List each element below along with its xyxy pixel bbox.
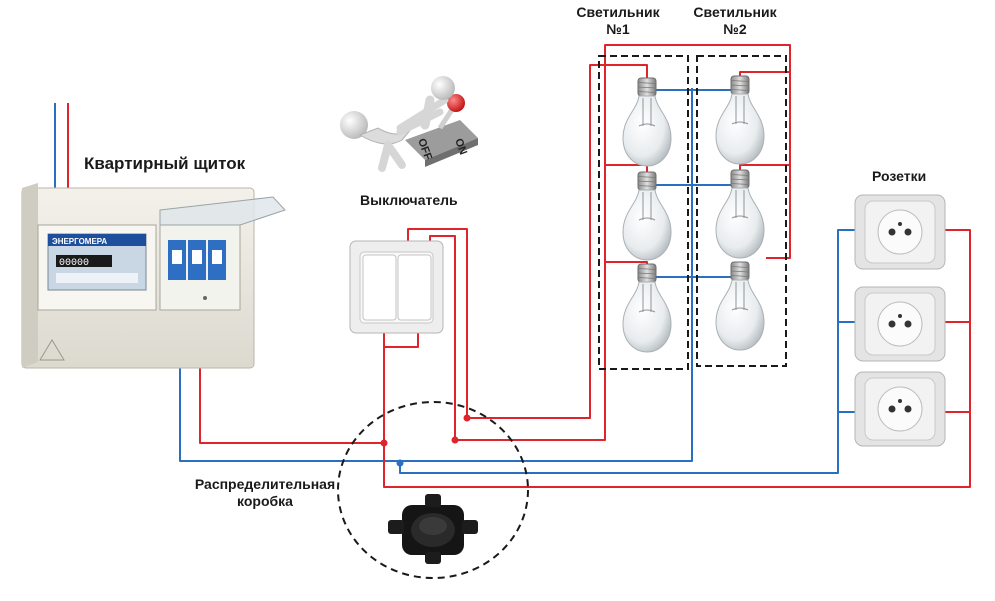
lamp1-label-line1: Светильник	[576, 4, 660, 20]
lamp1-enclosure	[598, 55, 689, 370]
lamp2-enclosure	[696, 55, 787, 367]
panel-label: Квартирный щиток	[84, 154, 246, 173]
lamp2-bulb-3	[715, 261, 765, 351]
neutral-wires	[54, 88, 855, 474]
phase-dot-3	[451, 436, 459, 444]
phase-wires	[67, 44, 971, 488]
phase-socket-feed	[383, 229, 971, 488]
meter-brand: ЭНЕРГОМЕРА	[52, 237, 107, 246]
wire-junction-dots	[380, 414, 471, 467]
meter-counter: 00000	[59, 258, 89, 269]
light-switch-icon	[349, 240, 444, 334]
junction-label-line2: коробка	[237, 493, 293, 509]
phase-dot-2	[463, 414, 471, 422]
neutral-dot-1	[396, 459, 404, 467]
sockets-label: Розетки	[872, 168, 927, 184]
junction-label-line1: Распределительная	[194, 476, 336, 492]
phase-dot-1	[380, 439, 388, 447]
lamp1-bulb-3	[622, 263, 672, 353]
phase-switch-out-1	[407, 64, 648, 419]
lamp2-label-line2: №2	[723, 21, 747, 37]
lever-on-text: ON	[452, 137, 469, 157]
neutral-socket-wire	[399, 229, 855, 474]
lamp2-label-line1: Светильник	[693, 4, 777, 20]
phase-switch-feed	[372, 330, 385, 443]
lamp1-bulb-2	[622, 171, 672, 261]
sockets-group	[854, 194, 946, 447]
phase-switch-out-2	[429, 44, 791, 441]
lamp1-bulbs	[622, 77, 672, 353]
socket-2	[854, 286, 946, 362]
lamp1-bulb-1	[622, 77, 672, 167]
socket-3	[854, 371, 946, 447]
lamp2-bulb-2	[715, 169, 765, 259]
phase-switch-feed-b	[384, 331, 419, 348]
neutral-trunk-wire	[179, 88, 693, 462]
phase-panel-wire	[199, 352, 384, 444]
junction-box-icon	[388, 494, 478, 564]
junction-label: Распределительная коробка	[186, 476, 344, 510]
figure-lever-icon: ON OFF	[340, 76, 478, 172]
lamp1-label-line2: №1	[606, 21, 630, 37]
socket-1	[854, 194, 946, 270]
lamp2-bulbs	[715, 75, 765, 351]
lamp2-label: Светильник №2	[685, 4, 785, 38]
lamp2-bulb-1	[715, 75, 765, 165]
junction-box-outline	[337, 401, 529, 579]
electrical-panel-icon: ЭНЕРГОМЕРА 00000	[21, 183, 286, 369]
lamp1-label: Светильник №1	[568, 4, 668, 38]
switch-label: Выключатель	[360, 192, 458, 208]
